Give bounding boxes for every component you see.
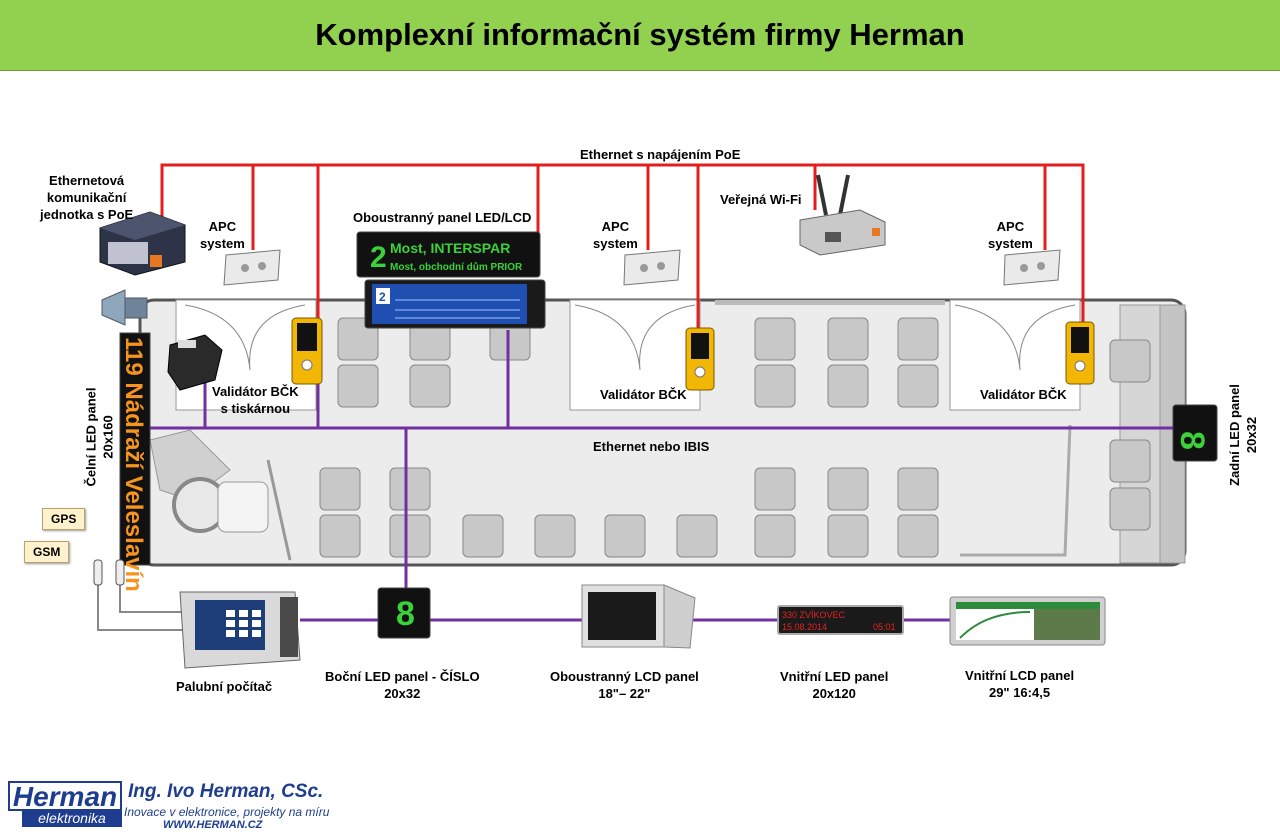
title-banner: Komplexní informační systém firmy Herman — [0, 0, 1280, 71]
poe-network — [160, 163, 1085, 335]
inner-led-line1: 330 ZVÍKOVEC — [782, 610, 846, 620]
inner-led-device: 330 ZVÍKOVEC 15.08.2014 05:01 — [777, 605, 904, 635]
validator-3-label: Validátor BČK — [980, 387, 1067, 402]
double-panel-bottom: Most, obchodní dům PRIOR — [390, 261, 523, 273]
rear-led-panel-device: 8 — [1172, 404, 1218, 462]
ibis-label: Ethernet nebo IBIS — [593, 439, 710, 454]
company-tagline: Inovace v elektronice, projekty na míru — [124, 805, 330, 819]
website-link[interactable]: WWW.HERMAN.CZ — [163, 819, 263, 831]
rear-number: 8 — [1173, 431, 1211, 450]
side-number: 8 — [396, 595, 415, 633]
validator-3-device — [1065, 321, 1095, 385]
double-panel-line: 2 — [370, 241, 387, 274]
front-display-text: 119 Nádraží Veleslavín — [120, 337, 147, 592]
double-lcd-device — [581, 584, 696, 649]
inner-lcd-device — [949, 596, 1106, 646]
comm-unit-device — [99, 211, 186, 276]
validator-2-device — [685, 327, 715, 391]
double-panel-device: 2 Most, INTERSPAR Most, obchodní dům PRI… — [356, 231, 546, 329]
poe-label: Ethernet s napájením PoE — [580, 147, 741, 162]
side-led-panel-device: 8 — [377, 587, 431, 639]
gsm-tag: GSM — [24, 541, 70, 563]
logo-main-text: Herman — [8, 781, 122, 811]
wifi-router — [799, 174, 886, 256]
front-led-panel-device: 119 Nádraží Veleslavín — [119, 332, 151, 592]
double-panel-label: Oboustranný panel LED/LCD — [353, 210, 532, 225]
loudspeaker-icon — [101, 289, 148, 326]
board-computer-label: Palubní počítač — [176, 679, 273, 694]
antenna-icon — [93, 559, 125, 586]
double-lcd-number: 2 — [379, 290, 386, 304]
validator-2-label: Validátor BČK — [600, 387, 687, 402]
inner-led-line2: 15.08.2014 — [782, 622, 827, 632]
gps-tag: GPS — [42, 508, 86, 530]
antenna-cables — [97, 585, 188, 631]
apc-sensor-1 — [223, 249, 281, 286]
wifi-label: Veřejná Wi-Fi — [720, 192, 802, 207]
logo-sub-text: elektronika — [22, 809, 122, 827]
author-name: Ing. Ivo Herman, CSc. — [128, 781, 324, 802]
double-panel-top: Most, INTERSPAR — [390, 240, 510, 256]
validator-printer-device — [167, 317, 323, 391]
apc-sensor-2 — [623, 249, 681, 286]
inner-led-time: 05:01 — [873, 622, 896, 632]
apc-sensor-3 — [1003, 249, 1061, 286]
page-title: Komplexní informační systém firmy Herman — [315, 17, 965, 52]
herman-logo: Herman elektronika — [8, 781, 122, 827]
board-computer-device — [179, 591, 301, 669]
